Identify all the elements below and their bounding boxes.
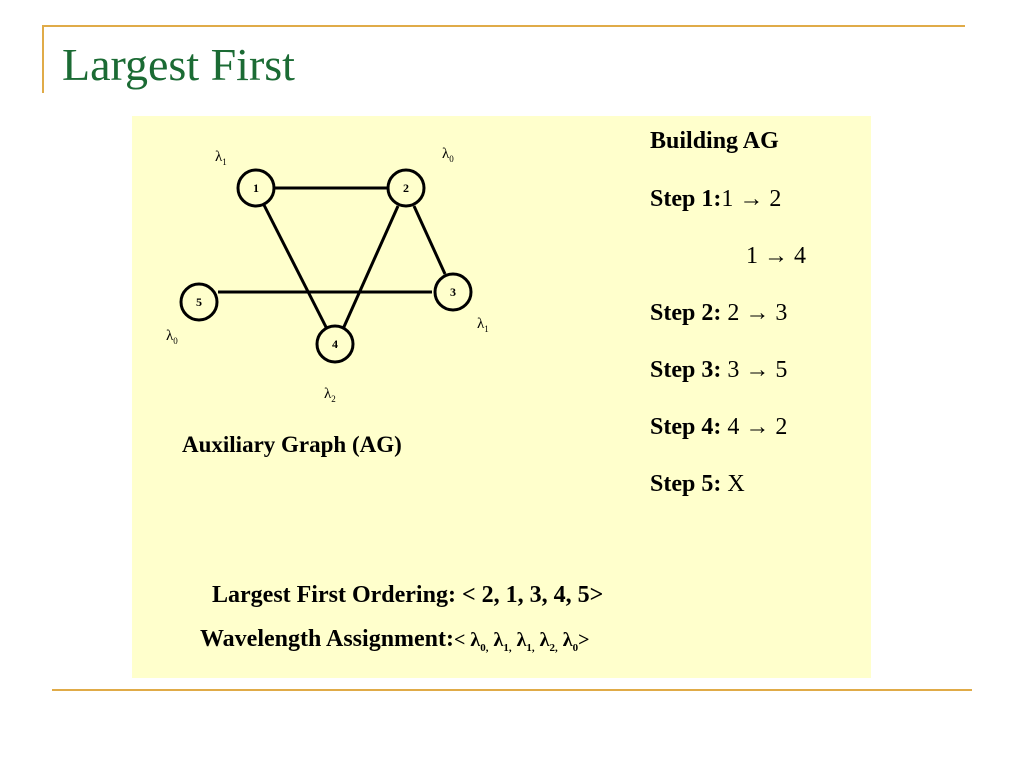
assignment-values: < λ0, λ1, λ1, λ2, λ0> <box>454 629 590 654</box>
accent-line-left <box>42 25 44 93</box>
node-4-wavelength: λ2 <box>324 386 336 404</box>
step-5: Step 5: X <box>650 471 745 498</box>
node-5-label: 5 <box>196 295 202 309</box>
ordering-line: Largest First Ordering: < 2, 1, 3, 4, 5> <box>212 582 603 609</box>
node-5-wavelength: λ0 <box>166 328 178 346</box>
step-1: Step 1:1 → 2 <box>650 186 781 213</box>
ordering-value: < 2, 1, 3, 4, 5> <box>461 582 604 608</box>
step-3-text: 3 → 5 <box>721 357 788 383</box>
node-1: 1 <box>236 168 276 208</box>
edge-2-3 <box>412 205 447 275</box>
assignment-value-5: λ0 <box>562 629 579 654</box>
node-1-wavelength: λ1 <box>215 149 227 167</box>
accent-line-top <box>42 25 965 27</box>
node-2: 2 <box>386 168 426 208</box>
node-3-label: 3 <box>450 285 456 299</box>
step-3-label: Step 3: <box>650 357 722 383</box>
assignment-line: Wavelength Assignment:< λ0, λ1, λ1, λ2, … <box>200 626 589 654</box>
assignment-value-2: λ1, <box>493 629 512 654</box>
node-5: 5 <box>179 282 219 322</box>
step-1b: 1 → 4 <box>746 243 806 270</box>
assignment-value-3: λ1, <box>516 629 535 654</box>
step-1-text: 1 → 2 <box>721 186 782 212</box>
ordering-label: Largest First Ordering: <box>212 582 456 608</box>
node-4-label: 4 <box>332 337 338 351</box>
step-5-text: X <box>721 471 745 497</box>
step-1-label: Step 1: <box>650 186 722 212</box>
step-2-label: Step 2: <box>650 300 722 326</box>
auxiliary-graph: 1 2 3 4 5 λ1 λ0 λ1 λ2 λ0 <box>166 146 489 404</box>
node-2-wavelength: λ0 <box>442 146 454 164</box>
graph-caption: Auxiliary Graph (AG) <box>182 432 402 457</box>
edge-2-4 <box>341 205 400 330</box>
edge-1-4 <box>262 204 329 330</box>
steps-heading: Building AG <box>650 128 779 154</box>
node-1-label: 1 <box>253 181 259 195</box>
step-2: Step 2: 2 → 3 <box>650 300 787 327</box>
step-4-text: 4 → 2 <box>721 414 788 440</box>
step-4: Step 4: 4 → 2 <box>650 414 787 441</box>
slide-title: Largest First <box>62 39 295 90</box>
assignment-value-4: λ2, <box>539 629 558 654</box>
node-3-wavelength: λ1 <box>477 316 489 334</box>
accent-line-bottom <box>52 689 972 691</box>
assignment-label: Wavelength Assignment: <box>200 626 455 652</box>
content-panel: 1 2 3 4 5 λ1 λ0 λ1 λ2 λ0 <box>132 116 871 678</box>
step-3: Step 3: 3 → 5 <box>650 357 787 384</box>
step-5-label: Step 5: <box>650 471 722 497</box>
step-4-label: Step 4: <box>650 414 722 440</box>
node-4: 4 <box>315 324 355 364</box>
step-1b-text: 1 → 4 <box>746 243 806 269</box>
node-2-label: 2 <box>403 181 409 195</box>
assignment-value-1: λ0, <box>470 629 489 654</box>
node-3: 3 <box>433 272 473 312</box>
step-2-text: 2 → 3 <box>721 300 788 326</box>
